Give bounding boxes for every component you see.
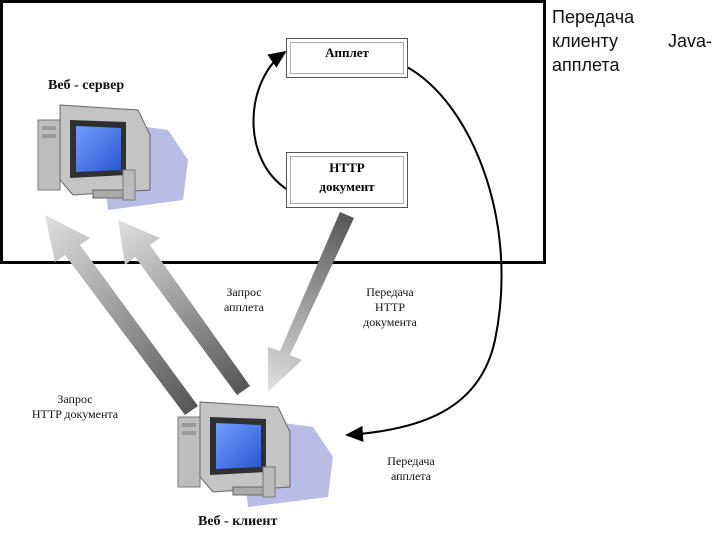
arrow-applet-request — [118, 220, 250, 395]
label-http-transfer: Передача HTTP документа — [350, 285, 430, 330]
label-http-transfer-line2: HTTP — [375, 300, 405, 314]
http-box-line2: документ — [319, 179, 375, 194]
http-document-box: HTTP документ — [286, 152, 408, 208]
applet-box-label: Апплет — [325, 45, 369, 60]
page-title: Передача клиенту Java- апплета — [552, 5, 712, 77]
label-http-transfer-line1: Передача — [366, 285, 414, 299]
label-applet-request-line2: апплета — [223, 300, 265, 314]
server-label: Веб - сервер — [48, 78, 125, 93]
client-computer-icon — [177, 401, 333, 507]
applet-box: Апплет — [286, 38, 408, 78]
label-http-transfer-line3: документа — [363, 315, 417, 329]
http-box-line1: HTTP — [329, 160, 365, 175]
label-http-request-line2: HTTP документа — [31, 407, 119, 421]
server-frame — [0, 0, 546, 264]
arrow-applet-to-client — [345, 65, 503, 442]
title-line1: Передача — [552, 7, 635, 27]
server-computer-icon — [37, 104, 188, 210]
label-http-request: Запрос HTTP документа — [20, 392, 130, 422]
title-line2a: клиенту — [552, 31, 619, 51]
title-line3: апплета — [552, 55, 620, 75]
label-applet-request-line1: Запрос — [226, 285, 262, 299]
arrow-http-to-applet — [252, 50, 289, 191]
arrow-http-transfer — [268, 212, 354, 392]
label-applet-request: Запрос апплета — [214, 285, 274, 315]
client-label: Веб - клиент — [198, 514, 278, 529]
label-applet-transfer-line2: апплета — [390, 469, 432, 483]
label-applet-transfer: Передача апплета — [376, 454, 446, 484]
arrow-http-request — [45, 215, 198, 415]
label-applet-transfer-line1: Передача — [387, 454, 435, 468]
label-http-request-line1: Запрос — [57, 392, 93, 406]
title-line2b: Java- — [667, 31, 712, 51]
